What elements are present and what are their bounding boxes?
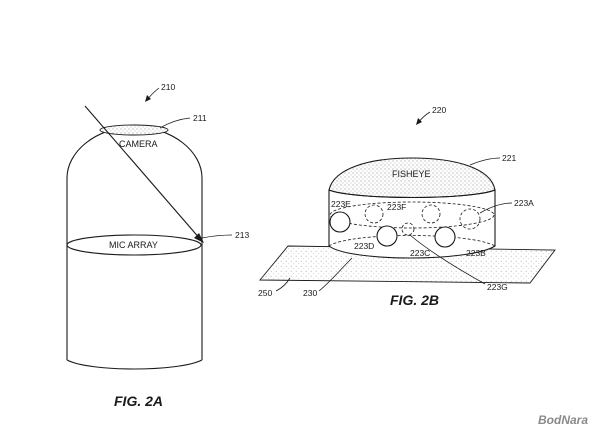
camera-label: CAMERA	[119, 139, 158, 149]
view-line	[84, 105, 202, 241]
ref-223d: 223D	[354, 241, 374, 251]
device-lower-body	[66, 245, 203, 360]
mic-223c-rear	[401, 222, 415, 236]
mic-223e	[364, 204, 384, 224]
view-line-arrowhead	[194, 233, 204, 243]
ref-223g: 223G	[487, 282, 508, 292]
mic-array-label: MIC ARRAY	[109, 240, 158, 250]
ref-210: 210	[161, 82, 175, 92]
watermark-logo: BodNara	[538, 413, 588, 427]
figure-2b: FISHEYE 223E 223F 223D 223C 223B 223A 22…	[258, 105, 556, 308]
ref-223e: 223E	[331, 199, 351, 209]
camera-211-window	[99, 124, 169, 136]
ref-210-arrowhead	[145, 95, 151, 102]
ref-230: 230	[303, 288, 317, 298]
figure-2a-caption: FIG. 2A	[114, 393, 163, 409]
figure-2a: CAMERA MIC ARRAY 210 211 213 FIG. 2A	[66, 82, 249, 409]
fisheye-label: FISHEYE	[392, 169, 431, 179]
ref-223b: 223B	[466, 248, 486, 258]
ref-213: 213	[235, 230, 249, 240]
mic-223c	[376, 225, 398, 247]
fisheye-rim	[328, 189, 496, 199]
ref-223c: 223C	[410, 248, 430, 258]
ref-250-leader	[275, 277, 291, 292]
mic-223b	[434, 226, 456, 248]
figure-2b-caption: FIG. 2B	[390, 292, 439, 308]
device-bottom-edge	[66, 359, 203, 370]
ref-223f: 223F	[387, 202, 406, 212]
ref-211-leader	[159, 117, 191, 129]
ref-250: 250	[258, 288, 272, 298]
ref-220-arrowhead	[416, 118, 422, 125]
mic-223a	[459, 208, 481, 230]
ref-213-leader	[201, 234, 233, 239]
mic-223d	[329, 211, 351, 233]
mic-ring	[329, 201, 495, 229]
mic-223f	[421, 204, 441, 224]
ref-221-leader	[469, 157, 501, 166]
ref-220: 220	[432, 105, 446, 115]
ref-211: 211	[193, 113, 207, 123]
ref-230-leader	[318, 257, 353, 292]
ref-223g-leader	[409, 234, 486, 285]
ref-223a: 223A	[514, 198, 534, 208]
ref-223a-leader	[479, 202, 513, 214]
ref-221: 221	[502, 153, 516, 163]
